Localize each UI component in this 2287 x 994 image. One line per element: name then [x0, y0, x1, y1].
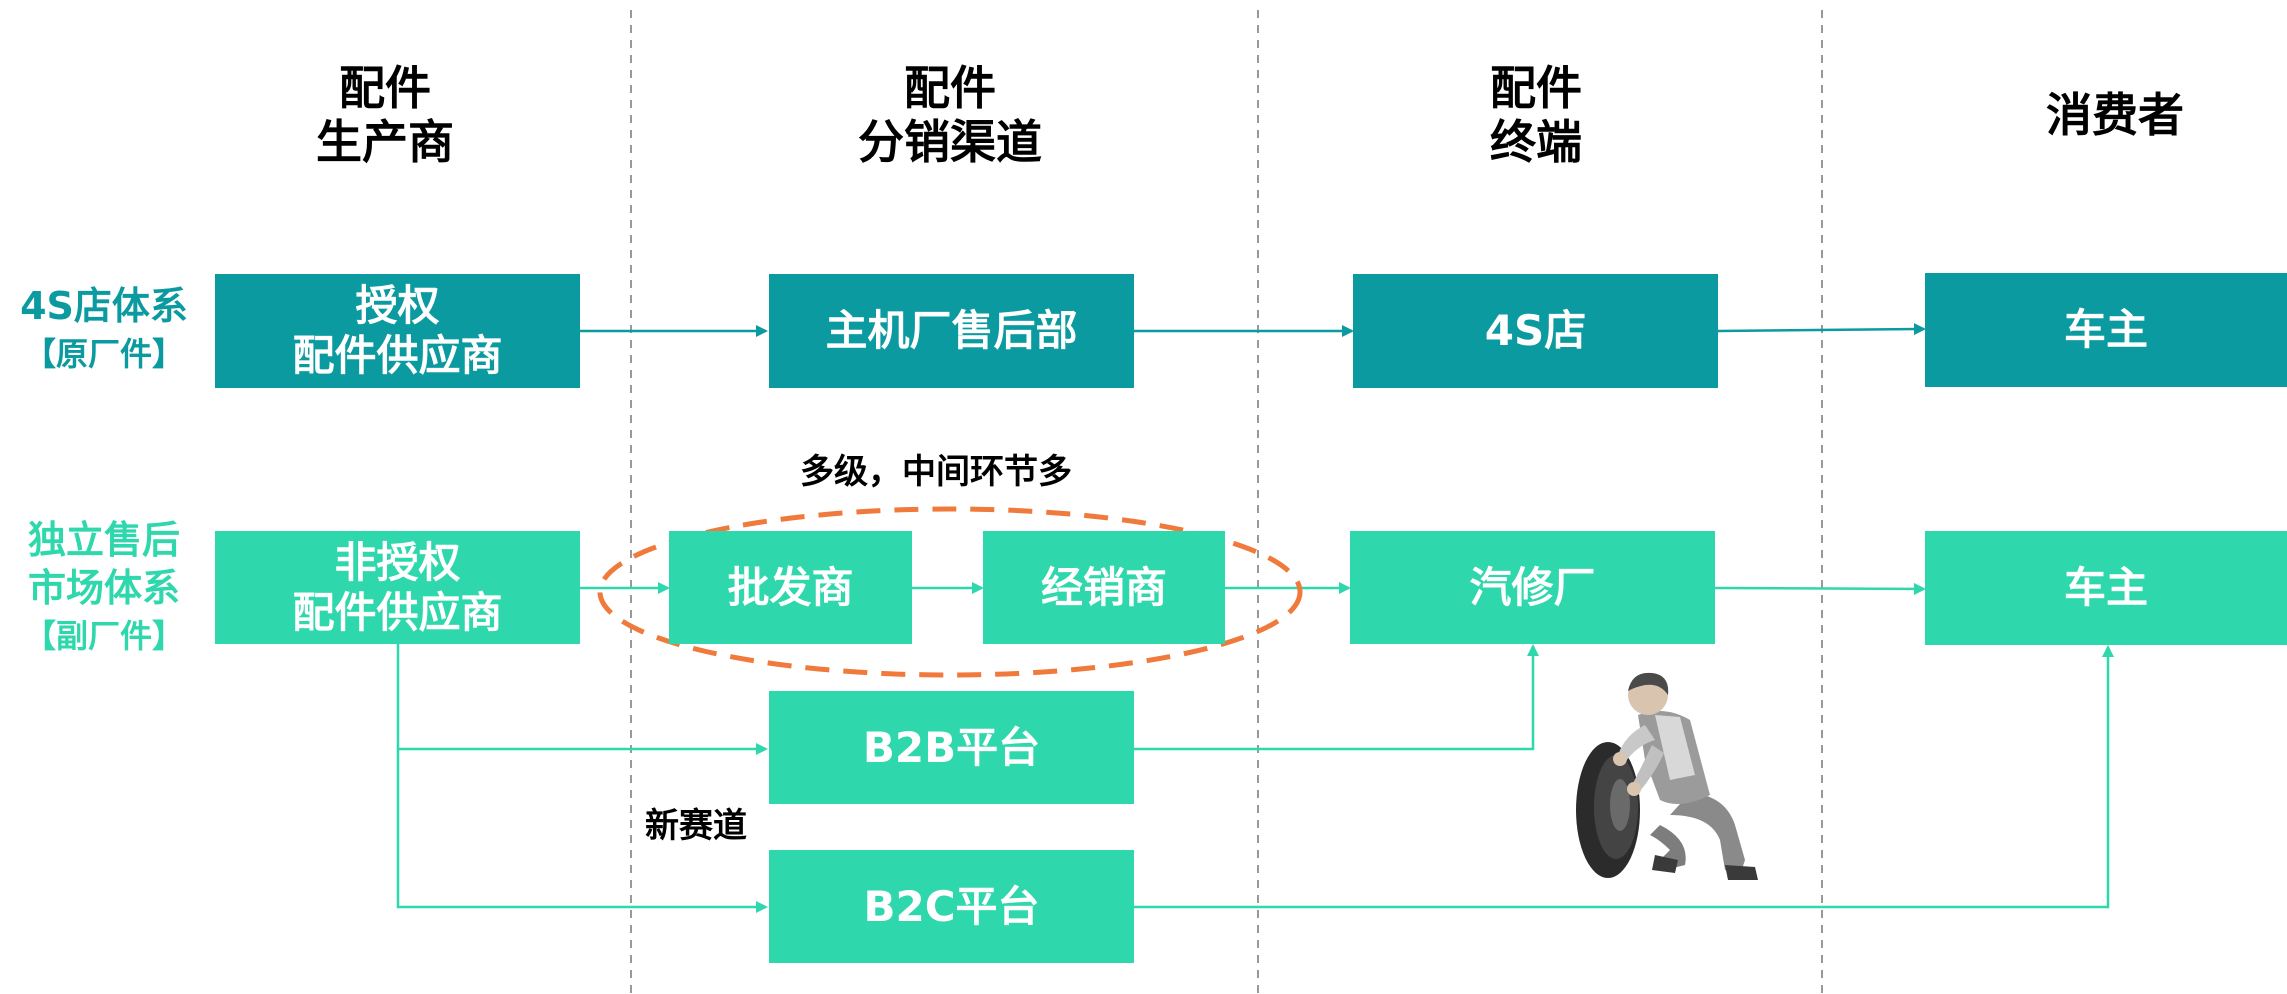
header-consumer: 消费者: [2046, 88, 2184, 142]
row-label-aftermarket-title: 独立售后 市场体系: [27, 517, 180, 610]
box-dealer: 经销商: [983, 531, 1225, 644]
aftermarket-flow-arrows: [396, 582, 2114, 913]
box-4s-shop: 4S店: [1353, 274, 1718, 388]
box-owner-bottom: 车主: [1925, 531, 2287, 645]
arrow-repair-to-owner: [1714, 582, 1926, 595]
arrow-b2b-to-repair: [1134, 644, 1539, 751]
box-repair-shop: 汽修厂: [1350, 531, 1715, 644]
box-wholesaler: 批发商: [669, 531, 912, 644]
arrow-supplier-to-b2c: [396, 749, 768, 913]
box-oem-aftersales: 主机厂售后部: [769, 274, 1134, 388]
row-label-oem-title: 4S店体系: [20, 284, 188, 328]
row-label-oem: 4S店体系 【原厂件】: [4, 275, 204, 385]
mechanic-tire-icon: [1576, 672, 1758, 880]
row-label-oem-subtitle: 【原厂件】: [23, 335, 184, 373]
arrow-4s-to-owner: [1717, 323, 1926, 336]
box-owner-top: 车主: [1925, 273, 2287, 387]
row-label-aftermarket-subtitle: 【副厂件】: [23, 616, 184, 655]
box-authorized-supplier: 授权 配件供应商: [215, 274, 580, 388]
box-b2c-platform: B2C平台: [769, 850, 1134, 963]
arrow-supplier-to-b2b: [396, 644, 768, 755]
box-unauthorized-supplier: 非授权 配件供应商: [215, 531, 580, 644]
header-terminal: 配件 终端: [1490, 61, 1582, 169]
box-b2b-platform: B2B平台: [769, 691, 1134, 804]
note-new-track: 新赛道: [645, 805, 747, 846]
header-distribution: 配件 分销渠道: [858, 61, 1042, 169]
oem-flow-arrows: [580, 323, 1926, 337]
row-label-aftermarket: 独立售后 市场体系 【副厂件】: [4, 505, 204, 670]
note-multi-level: 多级，中间环节多: [800, 451, 1072, 492]
multi-level-ellipse: [597, 506, 1303, 678]
arrow-b2c-to-owner: [1134, 645, 2114, 909]
header-manufacturer: 配件 生产商: [316, 61, 454, 169]
